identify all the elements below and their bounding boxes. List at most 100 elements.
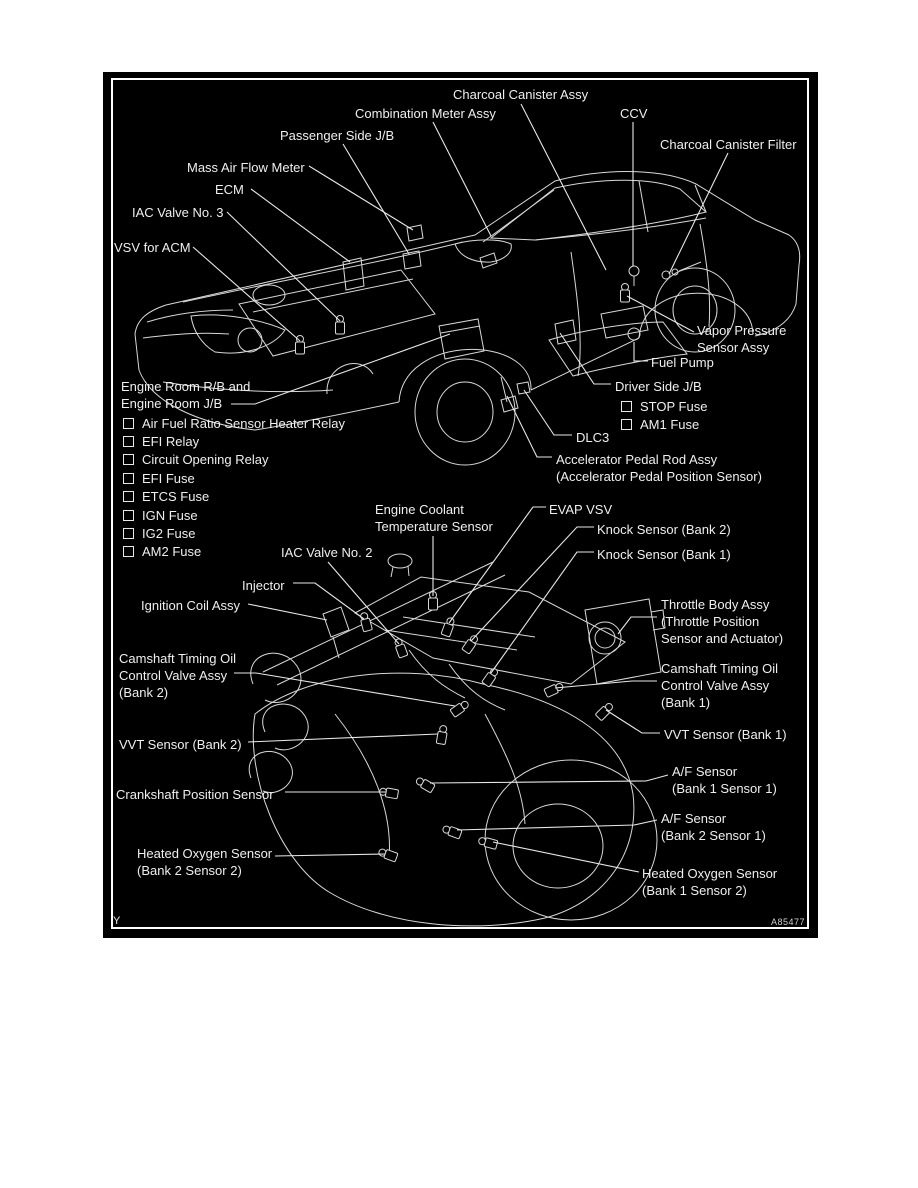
label-vvt-sensor-bank-2: VVT Sensor (Bank 2) <box>119 737 242 752</box>
label-crankshaft-position-sensor: Crankshaft Position Sensor <box>116 787 274 802</box>
label-heated-o2-b2s2: Heated Oxygen Sensor (Bank 2 Sensor 2) <box>137 846 273 878</box>
label-evap-vsv: EVAP VSV <box>549 502 613 517</box>
engine-block-top <box>238 269 436 357</box>
label-heated-o2-b1s2: Heated Oxygen Sensor (Bank 1 Sensor 2) <box>642 866 778 898</box>
vvt-sensor-2-glyph <box>435 724 449 746</box>
fuse-label: IG2 Fuse <box>142 526 196 542</box>
fuse-row: ETCS Fuse <box>123 488 345 506</box>
dashboard <box>454 239 512 263</box>
checkbox-icon <box>123 417 134 429</box>
engine-illustration <box>248 553 666 927</box>
component-location-figure: Charcoal Canister Assy Combination Meter… <box>103 72 818 938</box>
label-engine-coolant-temperature-sensor: Engine Coolant Temperature Sensor <box>375 502 493 534</box>
checkbox-icon <box>123 491 134 503</box>
ccv-glyph <box>628 265 640 277</box>
label-charcoal-canister-filter: Charcoal Canister Filter <box>660 137 797 152</box>
fuse-row: STOP Fuse <box>621 397 707 415</box>
leader-lines <box>192 103 729 873</box>
fuse-label: AM2 Fuse <box>142 544 202 560</box>
fuse-label: IGN Fuse <box>142 507 198 523</box>
ecm-box <box>342 257 365 291</box>
label-passenger-side-jb: Passenger Side J/B <box>280 128 395 143</box>
evap-vsv-glyph <box>440 616 457 638</box>
charcoal-canister <box>600 305 649 339</box>
checkbox-icon <box>621 400 632 412</box>
checkbox-icon <box>123 472 134 484</box>
af-sensor-b2s1-glyph <box>441 823 463 840</box>
checkbox-icon <box>123 509 134 521</box>
label-ignition-coil-assy: Ignition Coil Assy <box>141 598 240 613</box>
label-camshaft-valve-bank-1: Camshaft Timing Oil Control Valve Assy (… <box>661 661 779 710</box>
label-vsv-for-acm: VSV for ACM <box>114 240 191 255</box>
line-art <box>134 103 801 927</box>
figure-code: A85477 <box>770 917 805 927</box>
fuse-row: Circuit Opening Relay <box>123 451 345 469</box>
label-fuel-pump: Fuel Pump <box>651 355 714 370</box>
label-combination-meter-assy: Combination Meter Assy <box>355 106 496 121</box>
cam-valve-bank1-glyph <box>543 680 565 698</box>
ignition-coil-glyph <box>322 606 350 638</box>
label-mass-air-flow-meter: Mass Air Flow Meter <box>187 160 305 175</box>
fuse-label: EFI Fuse <box>142 470 195 486</box>
injector-glyph <box>358 611 373 633</box>
label-engine-room-rb-jb: Engine Room R/B and Engine Room J/B <box>121 379 251 411</box>
fuse-label: AM1 Fuse <box>640 417 700 433</box>
exhaust-curl <box>262 703 309 751</box>
maf-box <box>406 224 424 242</box>
fuse-row: EFI Relay <box>123 432 345 450</box>
driver-side-jb-fuse-list: STOP Fuse AM1 Fuse <box>621 397 707 434</box>
exhaust-curl <box>250 652 302 703</box>
fuse-row: AM1 Fuse <box>621 415 707 433</box>
fuse-row: IGN Fuse <box>123 506 345 524</box>
fuse-label: ETCS Fuse <box>142 489 210 505</box>
label-driver-side-jb: Driver Side J/B <box>615 379 702 394</box>
label-dlc3: DLC3 <box>576 430 610 445</box>
label-injector: Injector <box>242 578 285 593</box>
label-accelerator-pedal-rod-assy: Accelerator Pedal Rod Assy (Accelerator … <box>556 452 762 484</box>
car-illustration <box>134 171 801 466</box>
exhaust-curl <box>248 751 293 793</box>
fuse-label: EFI Relay <box>142 434 200 450</box>
label-knock-sensor-bank-1: Knock Sensor (Bank 1) <box>597 547 731 562</box>
oil-cap <box>387 553 413 569</box>
fuse-label: STOP Fuse <box>640 398 708 414</box>
corner-mark: Y <box>113 915 121 927</box>
label-vapor-pressure-sensor-assy: Vapor Pressure Sensor Assy <box>697 323 787 355</box>
af-sensor-b1s1-glyph <box>414 775 436 794</box>
knock-sensor-1-glyph <box>481 666 501 688</box>
fuse-row: IG2 Fuse <box>123 524 345 542</box>
label-knock-sensor-bank-2: Knock Sensor (Bank 2) <box>597 522 731 537</box>
accelerator-pedal-shape <box>500 376 519 413</box>
fuse-label: Circuit Opening Relay <box>142 452 269 468</box>
label-camshaft-valve-bank-2: Camshaft Timing Oil Control Valve Assy (… <box>119 651 237 700</box>
far-wheel-arc <box>326 363 374 395</box>
label-charcoal-canister-assy: Charcoal Canister Assy <box>453 87 589 102</box>
checkbox-icon <box>123 454 134 466</box>
label-ecm: ECM <box>215 182 244 197</box>
checkbox-icon <box>621 419 632 431</box>
fuse-row: AM2 Fuse <box>123 543 345 561</box>
label-throttle-body-assy: Throttle Body Assy (Throttle Position Se… <box>661 597 784 646</box>
label-af-sensor-b1s1: A/F Sensor (Bank 1 Sensor 1) <box>672 764 777 796</box>
intake-plenum <box>353 576 626 685</box>
engine-room-jb-box <box>438 318 485 360</box>
label-ccv: CCV <box>620 106 648 121</box>
passenger-jb-box <box>402 250 422 270</box>
canister-filter-glyph <box>661 270 671 280</box>
fuse-row: EFI Fuse <box>123 469 345 487</box>
checkbox-icon <box>123 546 134 558</box>
vvt-sensor-1-glyph <box>594 700 616 722</box>
vapor-pressure-sensor-glyph <box>620 283 630 303</box>
fuse-row: Air Fuel Ratio Sensor Heater Relay <box>123 414 345 432</box>
engine-room-fuse-list: Air Fuel Ratio Sensor Heater Relay EFI R… <box>123 414 345 561</box>
engine-block <box>252 672 635 927</box>
dlc3-connector <box>516 381 531 395</box>
checkbox-icon <box>123 436 134 448</box>
label-iac-valve-no-2: IAC Valve No. 2 <box>281 545 373 560</box>
fuel-pump-glyph <box>627 327 641 341</box>
label-af-sensor-b2s1: A/F Sensor (Bank 2 Sensor 1) <box>661 811 766 843</box>
fuse-label: Air Fuel Ratio Sensor Heater Relay <box>142 415 346 431</box>
cam-valve-bank2-glyph <box>449 698 471 718</box>
checkbox-icon <box>123 528 134 540</box>
